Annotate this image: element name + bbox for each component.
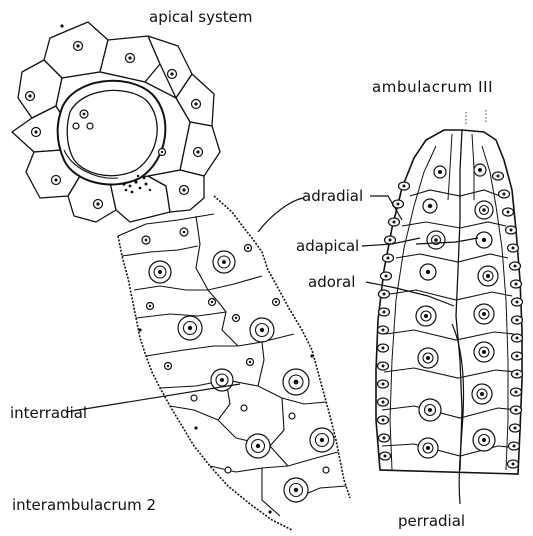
interambulacral-tubercles [138, 228, 334, 514]
label-ambulacrum: ambulacrum III [372, 78, 493, 96]
ambulacrum-drawing [376, 110, 523, 474]
label-adoral: adoral [308, 273, 355, 291]
apical-system-drawing [12, 22, 220, 222]
label-interradial: interradial [10, 404, 87, 422]
label-apical-system: apical system [149, 8, 252, 26]
label-adradial: adradial [302, 187, 363, 205]
label-perradial: perradial [398, 512, 465, 530]
label-adapical: adapical [296, 237, 359, 255]
label-interambulacrum: interambulacrum 2 [12, 496, 156, 514]
